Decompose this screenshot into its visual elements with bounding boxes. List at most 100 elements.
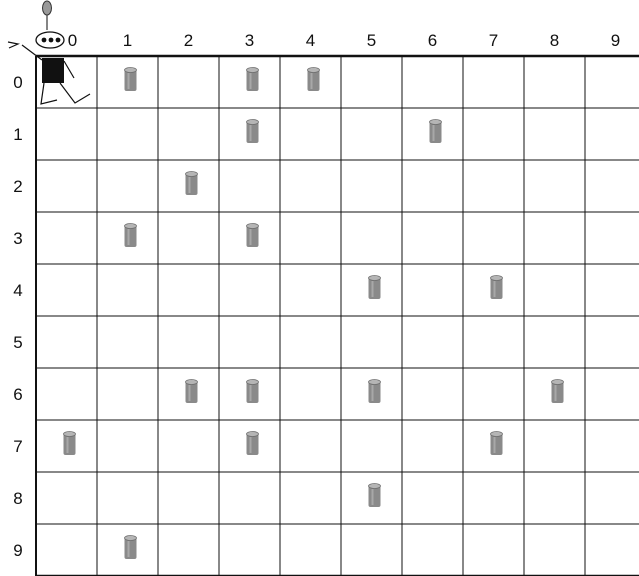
grid-cell xyxy=(36,264,97,316)
column-label: 7 xyxy=(489,31,498,50)
grid-cell xyxy=(158,108,219,160)
grid-cell xyxy=(219,316,280,368)
column-label: 1 xyxy=(123,31,132,50)
grid-cell xyxy=(280,212,341,264)
can-icon xyxy=(64,432,76,456)
grid-cell xyxy=(280,368,341,420)
grid-cell xyxy=(280,316,341,368)
grid-cell xyxy=(402,368,463,420)
grid-cell xyxy=(341,316,402,368)
column-label: 4 xyxy=(306,31,315,50)
grid-cell xyxy=(280,160,341,212)
grid-cell xyxy=(463,368,524,420)
can-icon xyxy=(308,68,320,92)
grid-cell xyxy=(463,524,524,576)
grid-cell xyxy=(463,56,524,108)
row-label: 5 xyxy=(13,333,22,352)
grid-cell xyxy=(341,524,402,576)
grid-cell xyxy=(341,212,402,264)
grid-cell xyxy=(402,56,463,108)
grid-cell xyxy=(97,472,158,524)
grid-cell xyxy=(341,420,402,472)
column-label: 9 xyxy=(611,31,620,50)
grid-cell xyxy=(402,420,463,472)
grid-cell xyxy=(97,160,158,212)
grid-cell xyxy=(524,160,585,212)
grid-cell xyxy=(402,212,463,264)
column-label: 8 xyxy=(550,31,559,50)
grid-cells xyxy=(36,56,639,576)
grid-cell xyxy=(463,160,524,212)
grid-cell xyxy=(585,264,639,316)
can-icon xyxy=(247,68,259,92)
grid-cell xyxy=(97,108,158,160)
grid-cell xyxy=(341,160,402,212)
grid-cell xyxy=(524,56,585,108)
grid-cell xyxy=(36,524,97,576)
can-icon xyxy=(186,172,198,196)
grid-cell xyxy=(524,264,585,316)
grid-cell xyxy=(402,316,463,368)
column-label: 0 xyxy=(68,31,77,50)
grid-cell xyxy=(219,472,280,524)
grid-cell xyxy=(402,160,463,212)
grid-cell xyxy=(585,524,639,576)
grid-cell xyxy=(97,316,158,368)
grid-cell xyxy=(463,472,524,524)
column-label: 6 xyxy=(428,31,437,50)
grid-cell xyxy=(36,368,97,420)
can-icon xyxy=(247,120,259,144)
grid-cell xyxy=(36,472,97,524)
grid-cell xyxy=(402,264,463,316)
grid-cell xyxy=(402,472,463,524)
column-labels: 0 1 2 3 4 5 6 7 8 9 xyxy=(68,31,620,50)
grid-cell xyxy=(280,420,341,472)
can-icon xyxy=(125,224,137,248)
grid-cell xyxy=(524,524,585,576)
grid-cell xyxy=(585,160,639,212)
grid-cell xyxy=(524,316,585,368)
grid-cell xyxy=(463,212,524,264)
row-label: 9 xyxy=(13,541,22,560)
grid-cell xyxy=(158,420,219,472)
grid-cell xyxy=(524,472,585,524)
can-icon xyxy=(125,536,137,560)
row-label: 8 xyxy=(13,489,22,508)
grid-cell xyxy=(158,212,219,264)
row-label: 7 xyxy=(13,437,22,456)
grid-cell xyxy=(158,264,219,316)
grid-cell xyxy=(280,524,341,576)
grid-cell xyxy=(36,212,97,264)
grid-cell xyxy=(524,212,585,264)
grid-cell xyxy=(585,212,639,264)
grid-cell xyxy=(36,108,97,160)
grid-cell xyxy=(402,524,463,576)
row-label: 6 xyxy=(13,385,22,404)
grid-cell xyxy=(158,56,219,108)
grid-cell xyxy=(585,56,639,108)
grid-cell xyxy=(97,264,158,316)
can-icon xyxy=(369,276,381,300)
grid-cell xyxy=(36,316,97,368)
can-icon xyxy=(369,484,381,508)
row-label: 3 xyxy=(13,229,22,248)
column-label: 2 xyxy=(184,31,193,50)
grid-cell xyxy=(463,108,524,160)
grid-cell xyxy=(341,108,402,160)
grid-cell xyxy=(585,420,639,472)
grid-cell xyxy=(97,368,158,420)
grid-cell xyxy=(158,472,219,524)
grid-cell xyxy=(97,420,158,472)
can-icon xyxy=(491,432,503,456)
can-icon xyxy=(552,380,564,404)
grid-cell xyxy=(585,316,639,368)
can-icon xyxy=(247,380,259,404)
column-label: 5 xyxy=(367,31,376,50)
grid-cell xyxy=(219,524,280,576)
grid-cell xyxy=(585,108,639,160)
grid-cell xyxy=(219,160,280,212)
column-label: 3 xyxy=(245,31,254,50)
grid-cell xyxy=(280,264,341,316)
grid-cell xyxy=(219,264,280,316)
